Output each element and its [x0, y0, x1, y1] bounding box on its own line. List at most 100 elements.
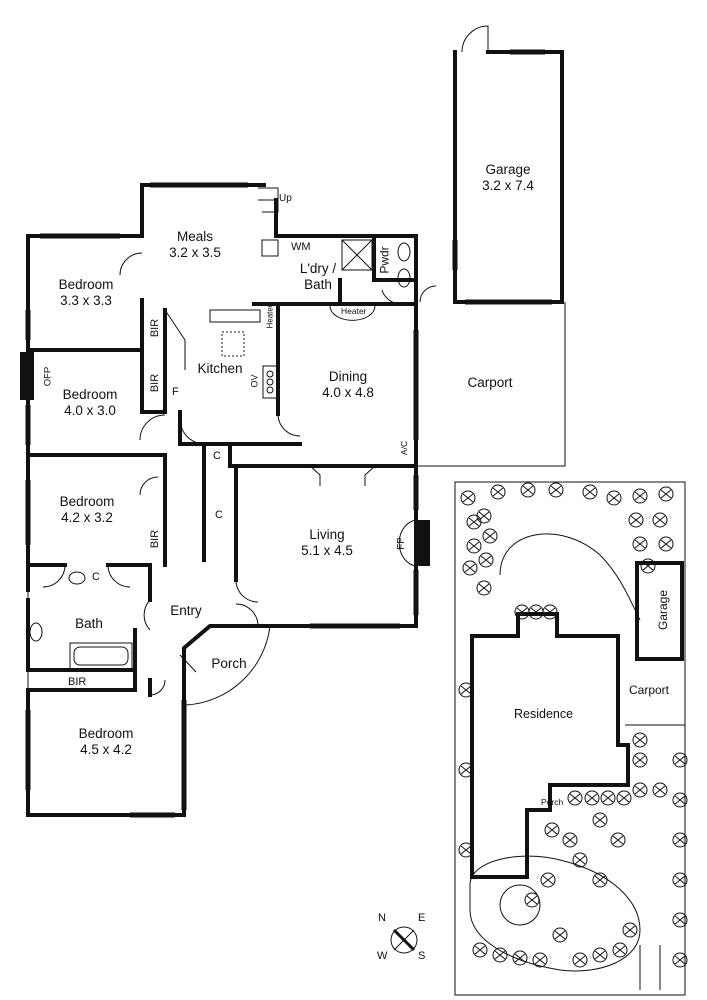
oven-label: OV: [249, 374, 260, 388]
site-tree-icon: [550, 485, 562, 495]
site-tree-icon: [672, 952, 688, 968]
room-name: Bedroom: [78, 726, 134, 741]
room-dims: 3.2 x 3.5: [169, 245, 221, 260]
site-tree-icon: [674, 795, 686, 805]
site-tree-icon: [600, 790, 616, 806]
site-tree-icon: [632, 536, 648, 552]
site-tree-icon: [632, 732, 648, 748]
room-dims: 3.3 x 3.3: [60, 293, 112, 308]
site-tree-icon: [602, 793, 614, 803]
room-name: Bedroom: [62, 387, 118, 402]
site-tree-icon: [492, 947, 508, 963]
site-tree-icon: [660, 539, 672, 549]
site-tree-icon: [460, 765, 472, 775]
site-tree-icon: [608, 493, 620, 503]
room-name: Kitchen: [197, 361, 243, 376]
site-tree-icon: [634, 785, 646, 795]
site-tree-icon: [460, 490, 476, 506]
powder-room-label: Pwdr: [377, 246, 392, 274]
site-tree-icon: [672, 752, 688, 768]
bedroom-2: Bedroom 4.0 x 3.0: [63, 387, 118, 419]
bedroom-4: Bedroom 4.5 x 4.2: [79, 726, 134, 758]
site-tree-icon: [612, 835, 624, 845]
site-tree-icon: [460, 845, 472, 855]
site-tree-icon: [592, 947, 608, 963]
site-tree-icon: [552, 927, 568, 943]
bedroom-3: Bedroom 4.2 x 3.2: [60, 494, 115, 526]
room-dims: 4.2 x 3.2: [61, 510, 113, 525]
room-name: Porch: [211, 656, 247, 671]
site-tree-icon: [532, 952, 548, 968]
site-tree-icon: [654, 515, 666, 525]
site-tree-icon: [574, 855, 586, 865]
site-tree-icon: [674, 875, 686, 885]
site-tree-icon: [494, 950, 506, 960]
site-tree-icon: [634, 491, 646, 501]
site-tree-icon: [480, 555, 492, 565]
room-name: Entry: [170, 603, 202, 618]
garage-room: Garage 3.2 x 7.4: [482, 162, 534, 194]
dining-room: Dining 4.0 x 4.8: [322, 369, 374, 401]
site-carport-label: Carport: [629, 683, 670, 697]
site-tree-icon: [674, 915, 686, 925]
site-big-tree-icon: [499, 884, 541, 926]
site-tree-icon: [526, 895, 538, 905]
site-tree-icon: [592, 872, 608, 888]
site-tree-icon: [534, 955, 546, 965]
room-dims: 4.0 x 3.0: [64, 403, 116, 418]
heater-label-kitchen: Heater: [265, 304, 275, 329]
site-tree-icon: [674, 835, 686, 845]
bath-room: Bath: [75, 616, 103, 632]
site-tree-icon: [514, 953, 526, 963]
site-tree-icon: [484, 531, 496, 541]
site-tree-icon: [474, 945, 486, 955]
living-room: Living 5.1 x 4.5: [301, 527, 353, 559]
site-tree-icon: [478, 552, 494, 568]
site-tree-icon: [660, 489, 672, 499]
site-tree-icon: [530, 607, 542, 617]
site-tree-icon: [672, 912, 688, 928]
compass-north: N: [378, 912, 386, 924]
bir-label-2: BIR: [149, 373, 162, 393]
site-tree-icon: [658, 486, 674, 502]
site-tree-icon: [586, 793, 598, 803]
site-tree-icon: [672, 792, 688, 808]
washing-machine-label: WM: [291, 241, 311, 253]
site-tree-icon: [466, 538, 482, 554]
site-tree-icon: [642, 561, 654, 571]
room-name: Carport: [467, 375, 513, 390]
compass-west: W: [377, 950, 388, 962]
entry-room: Entry: [170, 603, 202, 619]
room-name: Bath: [75, 616, 103, 631]
cupboard-label-1: C: [213, 450, 221, 462]
site-tree-icon: [622, 922, 638, 938]
bir-label-3: BIR: [149, 529, 162, 549]
room-name: Bedroom: [59, 494, 115, 509]
site-tree-icon: [612, 942, 628, 958]
site-tree-icon: [476, 508, 492, 524]
site-tree-icon: [606, 490, 622, 506]
site-tree-icon: [458, 762, 474, 778]
site-tree-icon: [658, 536, 674, 552]
site-tree-icon: [584, 487, 596, 497]
bir-label-4: BIR: [68, 676, 87, 688]
site-tree-icon: [616, 790, 632, 806]
site-tree-icon: [472, 942, 488, 958]
fireplace-label: FP: [395, 537, 407, 550]
site-tree-icon: [554, 930, 566, 940]
site-tree-icon: [582, 484, 598, 500]
cupboard-label-2: C: [215, 509, 223, 521]
carport-area: Carport: [467, 375, 512, 391]
room-name: Garage: [485, 162, 531, 177]
site-tree-icon: [674, 755, 686, 765]
site-tree-icon: [482, 528, 498, 544]
site-tree-icon: [567, 790, 583, 806]
air-conditioner-label: A/C: [399, 440, 410, 456]
site-tree-icon: [516, 607, 528, 617]
site-tree-icon: [628, 512, 644, 528]
room-name: Dining: [328, 369, 368, 384]
compass-south: S: [418, 950, 426, 962]
site-tree-icon: [544, 822, 560, 838]
up-stair-label: Up: [279, 193, 292, 204]
